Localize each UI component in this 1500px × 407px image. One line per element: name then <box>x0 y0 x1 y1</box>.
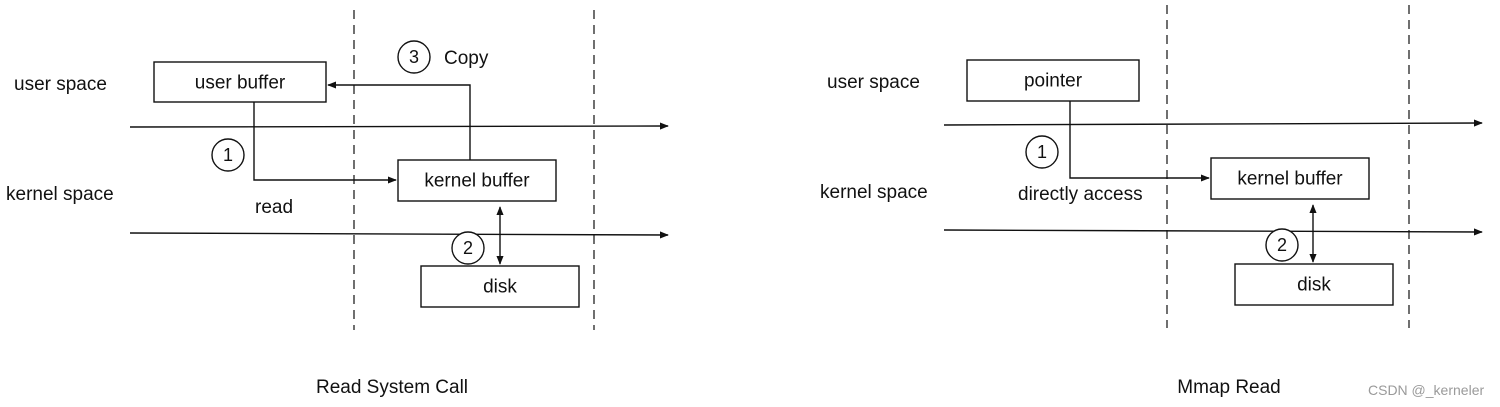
right-step-1-number: 1 <box>1037 142 1047 162</box>
left-kernel-buffer-label: kernel buffer <box>424 171 530 192</box>
left-step-2-circle <box>451 231 485 265</box>
mmap-read-diagram: user space kernel space pointer kernel b… <box>820 5 1483 398</box>
left-step-2-number: 2 <box>463 238 473 258</box>
read-label: read <box>255 197 293 218</box>
right-kernel-buffer-label: kernel buffer <box>1237 169 1343 190</box>
copy-arrow <box>327 81 471 160</box>
left-kernel-buffer-box: kernel buffer <box>397 159 557 202</box>
user-buffer-box: user buffer <box>153 61 327 103</box>
pointer-label: pointer <box>1024 71 1083 92</box>
left-kernel-space-label: kernel space <box>6 184 114 205</box>
left-step-3-number: 3 <box>409 47 419 67</box>
left-disk-label: disk <box>483 277 517 298</box>
right-step-1-circle <box>1025 135 1059 169</box>
right-kernel-buffer-box: kernel buffer <box>1210 157 1370 200</box>
left-user-space-label: user space <box>14 74 107 95</box>
right-user-kernel-boundary-arrow <box>943 119 1483 127</box>
right-disk-label: disk <box>1297 275 1331 296</box>
left-step-1-circle <box>211 138 245 172</box>
left-caption: Read System Call <box>316 377 468 398</box>
left-disk-box: disk <box>420 265 580 308</box>
watermark-text: CSDN @_kerneler <box>1368 382 1484 398</box>
right-disk-box: disk <box>1234 263 1394 306</box>
user-buffer-label: user buffer <box>195 73 286 94</box>
left-step-1-number: 1 <box>223 145 233 165</box>
right-step-2-number: 2 <box>1277 235 1287 255</box>
directly-access-arrow <box>1069 101 1210 182</box>
read-arrow <box>253 102 397 184</box>
copy-label: Copy <box>444 48 489 69</box>
right-user-space-label: user space <box>827 72 920 93</box>
right-kernel-space-label: kernel space <box>820 182 928 203</box>
pointer-box: pointer <box>966 59 1140 102</box>
right-step-2-circle <box>1265 228 1299 262</box>
read-system-call-diagram: user space kernel space user buffer kern… <box>6 10 669 398</box>
right-caption: Mmap Read <box>1177 377 1281 398</box>
right-kernel-disk-boundary-arrow <box>943 228 1483 236</box>
left-kernel-disk-boundary-arrow <box>129 231 669 239</box>
directly-access-label: directly access <box>1018 184 1143 205</box>
left-step-3-circle <box>397 40 431 74</box>
left-user-kernel-boundary-arrow <box>129 122 669 130</box>
